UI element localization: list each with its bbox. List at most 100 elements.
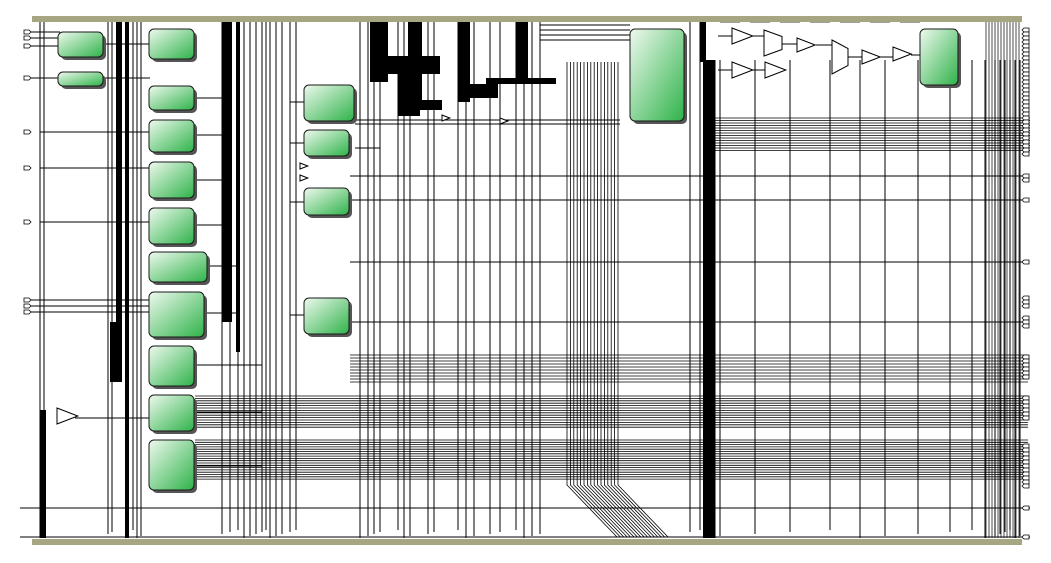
io-port-icon	[23, 165, 32, 171]
port-shape	[1021, 135, 1030, 141]
io-port-icon	[1021, 197, 1030, 203]
port-shape	[1021, 475, 1030, 481]
fanout-wire	[587, 62, 638, 538]
port-shape	[1021, 63, 1030, 69]
port-shape	[1021, 35, 1030, 41]
port-shape	[1021, 177, 1030, 183]
io-port-icon	[23, 35, 32, 41]
block-body	[303, 297, 350, 335]
io-port-icon	[1021, 366, 1030, 372]
port-shape	[1021, 91, 1030, 97]
io-port-icon	[1021, 87, 1030, 93]
io-port-icon	[1021, 403, 1030, 409]
port-shape	[23, 165, 32, 171]
logic-block-icon	[148, 85, 197, 113]
port-shape	[1021, 354, 1030, 360]
port-shape	[1021, 99, 1030, 105]
port-shape	[1021, 27, 1030, 33]
port-shape	[1021, 151, 1030, 157]
io-port-icon	[1021, 443, 1030, 449]
port-shape	[1021, 43, 1030, 49]
fanout-wire	[576, 62, 628, 538]
fanout-wire	[607, 62, 659, 538]
io-port-icon	[1021, 55, 1030, 61]
bus-bar	[236, 22, 240, 352]
io-port-icon	[1021, 123, 1030, 129]
port-shape	[23, 35, 32, 41]
io-port-icon	[1021, 95, 1030, 101]
port-shape	[1021, 366, 1030, 372]
bus-bar	[110, 322, 120, 382]
port-shape	[1021, 471, 1030, 477]
port-shape	[1021, 505, 1030, 511]
port-shape	[1021, 467, 1030, 473]
port-shape	[1021, 358, 1030, 364]
port-shape	[1021, 362, 1030, 368]
logic-block-icon	[148, 439, 197, 493]
bus-bar	[125, 22, 129, 538]
port-shape	[1021, 59, 1030, 65]
port-shape	[1021, 123, 1030, 129]
fanout-wire	[610, 62, 662, 538]
io-port-icon	[1021, 362, 1030, 368]
io-port-icon	[23, 129, 32, 135]
io-port-icon	[1021, 323, 1030, 329]
io-port-icon	[1021, 505, 1030, 511]
io-port-icon	[1021, 83, 1030, 89]
port-shape	[1021, 67, 1030, 73]
io-port-icon	[1021, 451, 1030, 457]
port-shape	[1021, 534, 1030, 540]
logic-block-icon	[148, 291, 207, 340]
io-port-icon	[1021, 115, 1030, 121]
buffer-gate-icon	[56, 407, 80, 425]
io-port-icon	[1021, 127, 1030, 133]
logic-block-icon	[148, 251, 210, 285]
bus-bar	[408, 22, 422, 102]
io-port-icon	[1021, 319, 1030, 325]
io-port-icon	[1021, 374, 1030, 380]
io-port-icon	[1021, 303, 1030, 309]
port-shape	[1021, 143, 1030, 149]
bus-bar	[400, 100, 442, 110]
bus-bar	[700, 22, 706, 62]
block-body	[629, 28, 685, 122]
buffer-gate-icon	[731, 61, 755, 79]
fanout-wire	[573, 62, 625, 538]
rails-layer	[32, 16, 1022, 545]
port-shape	[23, 303, 32, 309]
io-port-icon	[1021, 467, 1030, 473]
block-body	[148, 161, 195, 199]
io-port-icon	[1021, 99, 1030, 105]
port-shape	[23, 297, 32, 303]
io-port-icon	[1021, 259, 1030, 265]
bus-bar	[40, 410, 46, 538]
port-shape	[1021, 111, 1030, 117]
io-port-icon	[23, 75, 32, 81]
port-shape	[1021, 463, 1030, 469]
buffer-gate-icon	[731, 27, 755, 45]
io-port-icon	[1021, 411, 1030, 417]
block-body	[148, 394, 195, 432]
buffer-gate-icon	[499, 117, 510, 125]
port-shape	[1021, 139, 1030, 145]
block-body	[148, 291, 205, 338]
io-port-icon	[23, 219, 32, 225]
port-shape	[1021, 103, 1030, 109]
block-body	[919, 28, 959, 86]
io-port-icon	[1021, 475, 1030, 481]
port-shape	[1021, 87, 1030, 93]
buffer-gate-icon	[441, 114, 452, 122]
port-shape	[1021, 323, 1030, 329]
port-shape	[1021, 51, 1030, 57]
mux-icon	[763, 29, 783, 57]
io-port-icon	[1021, 107, 1030, 113]
io-port-icon	[1021, 151, 1030, 157]
io-port-icon	[1021, 173, 1030, 179]
logic-block-icon	[148, 207, 197, 247]
io-port-icon	[1021, 471, 1030, 477]
port-shape	[1021, 415, 1030, 421]
io-port-icon	[1021, 459, 1030, 465]
io-port-icon	[1021, 463, 1030, 469]
port-shape	[1021, 39, 1030, 45]
